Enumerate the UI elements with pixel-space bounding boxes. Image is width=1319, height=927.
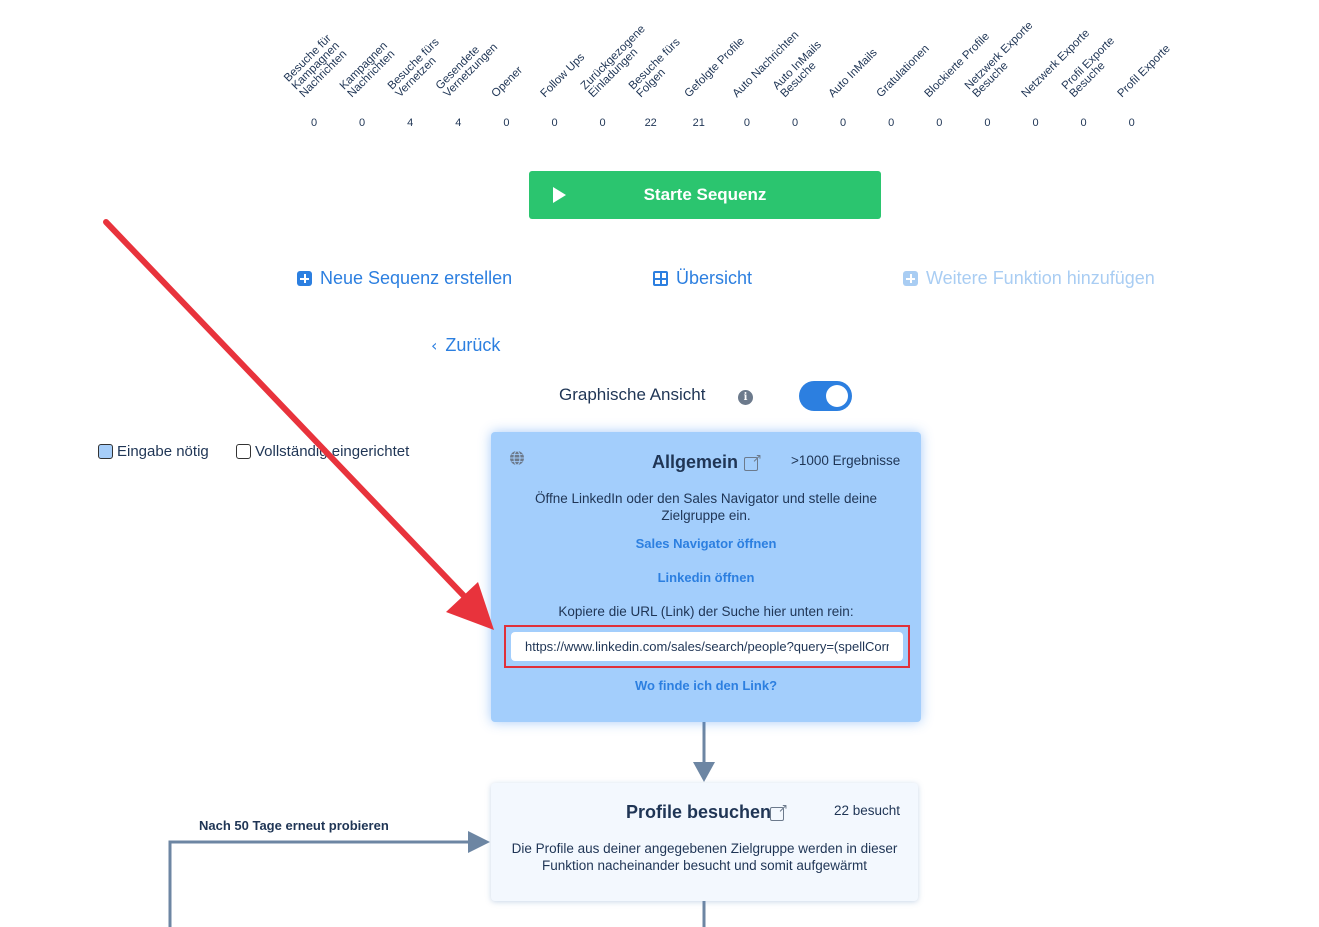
stat-value: 0 (791, 117, 799, 129)
stat-value: 0 (1032, 117, 1039, 129)
sales-navigator-link[interactable]: Sales Navigator öffnen (635, 536, 777, 551)
stat-value: 22 (644, 117, 657, 129)
general-card-title: Allgemein (652, 452, 739, 472)
stat-value: 0 (840, 117, 847, 129)
grid-icon (653, 271, 668, 286)
profile-visited-count: 22 besucht (834, 803, 901, 818)
profile-card-title: Profile besuchen (626, 802, 772, 822)
stat-value: 0 (743, 117, 750, 129)
graphic-view-toggle[interactable] (799, 381, 852, 411)
info-icon[interactable]: i (738, 390, 753, 405)
play-icon (553, 187, 566, 203)
stat-value: 0 (599, 117, 606, 129)
external-link-icon[interactable] (770, 801, 788, 821)
start-sequence-label: Starte Sequenz (643, 185, 767, 204)
url-prompt: Kopiere die URL (Link) der Suche hier un… (558, 604, 854, 619)
globe-icon (510, 450, 524, 466)
stat-value: 21 (692, 117, 705, 129)
retry-label: Nach 50 Tage erneut probieren (199, 818, 389, 833)
general-description: Öffne LinkedIn oder den Sales Navigator … (535, 491, 877, 523)
profile-visit-card[interactable]: Profile besuchen 22 besucht Die Profile … (491, 783, 918, 901)
stat-value: 4 (407, 117, 414, 129)
stat-value: 0 (936, 117, 943, 129)
url-highlight (504, 625, 910, 668)
stat-value: 0 (310, 117, 318, 129)
stat-value: 0 (503, 117, 510, 129)
stat-value: 0 (1080, 117, 1087, 129)
overview-label: Übersicht (676, 268, 753, 288)
plus-icon (903, 271, 918, 286)
general-card[interactable]: Allgemein >1000 Ergebnisse Öffne LinkedI… (491, 432, 921, 722)
linkedin-link[interactable]: Linkedin öffnen (657, 570, 755, 585)
add-function-label: Weitere Funktion hinzufügen (926, 268, 1155, 288)
stat-value: 0 (551, 117, 558, 129)
graphic-view-label: Graphische Ansicht (559, 385, 706, 404)
search-url-input[interactable] (511, 632, 903, 661)
add-function-link[interactable]: Weitere Funktion hinzufügen (903, 268, 1155, 289)
stat-value: 0 (984, 117, 991, 129)
stat-value: 4 (455, 117, 462, 129)
external-link-icon[interactable] (744, 451, 762, 471)
overview-link[interactable]: Übersicht (653, 268, 752, 289)
stat-value: 0 (359, 117, 366, 129)
help-link[interactable]: Wo finde ich den Link? (634, 678, 778, 693)
stat-value: 0 (1128, 117, 1135, 129)
profile-description: Die Profile aus deiner angegebenen Zielg… (511, 841, 898, 873)
toggle-knob (826, 385, 848, 407)
stat-value: 0 (888, 117, 895, 129)
start-sequence-button[interactable]: Starte Sequenz (529, 171, 881, 219)
general-results-count: >1000 Ergebnisse (791, 453, 901, 468)
